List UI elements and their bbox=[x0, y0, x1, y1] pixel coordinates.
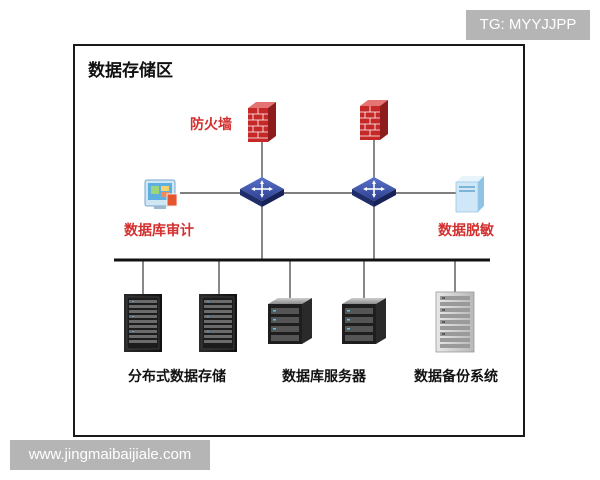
db-server-icon-2 bbox=[342, 298, 386, 344]
connection-lines bbox=[142, 138, 456, 298]
label-db-audit: 数据库审计 bbox=[124, 223, 194, 239]
storage-rack-icon-1 bbox=[124, 294, 162, 352]
backup-rack-icon bbox=[435, 291, 475, 353]
masking-server-icon bbox=[455, 176, 484, 213]
label-firewall: 防火墙 bbox=[190, 117, 232, 133]
label-backup-system: 数据备份系统 bbox=[414, 369, 498, 385]
diagram-title: 数据存储区 bbox=[88, 61, 173, 81]
db-server-icon-1 bbox=[268, 298, 312, 344]
switch-icon-right bbox=[352, 177, 396, 207]
switch-icon-left bbox=[240, 177, 284, 207]
firewall-icon-left bbox=[248, 102, 276, 142]
watermark-top: TG: MYYJJPP bbox=[466, 10, 590, 40]
label-data-masking: 数据脱敏 bbox=[438, 223, 494, 239]
storage-rack-icon-2 bbox=[199, 294, 237, 352]
watermark-bottom: www.jingmaibaijiale.com bbox=[10, 440, 210, 470]
diagram-frame bbox=[73, 44, 525, 437]
label-distributed-storage: 分布式数据存储 bbox=[128, 369, 226, 385]
audit-monitor-icon bbox=[144, 179, 178, 209]
label-db-servers: 数据库服务器 bbox=[282, 369, 366, 385]
firewall-icon-right bbox=[360, 100, 388, 140]
